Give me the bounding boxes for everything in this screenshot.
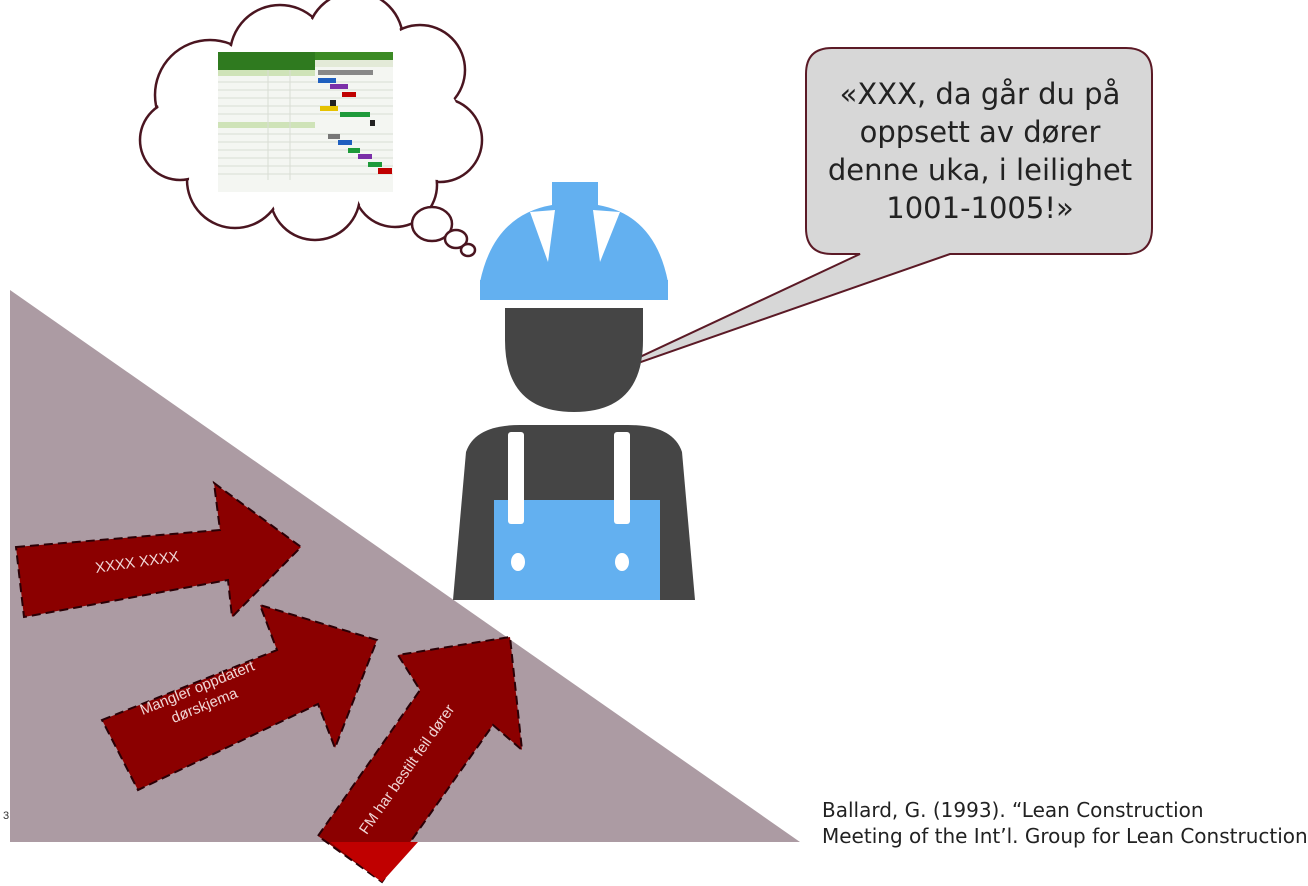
speech-line: denne uka, i leilighet (827, 153, 1133, 187)
arrow-first (14, 480, 303, 620)
arrow-third-bottom (330, 842, 418, 882)
arrows-layer (14, 480, 524, 884)
gantt-chart-icon (218, 52, 393, 192)
citation: Ballard, G. (1993). “Lean Construction M… (822, 797, 1308, 849)
speech-line: oppsett av dører (859, 115, 1101, 149)
speech-bubble-text: «XXX, da går du på oppsett av dører denn… (815, 75, 1145, 227)
speech-line: «XXX, da går du på (839, 77, 1121, 111)
citation-line: Meeting of the Int’l. Group for Lean Con… (822, 824, 1308, 848)
speech-line: 1001-1005!» (886, 191, 1074, 225)
arrow-second (100, 603, 379, 792)
construction-worker-icon (453, 182, 695, 600)
citation-line: Ballard, G. (1993). “Lean Construction (822, 798, 1204, 822)
page-number: 3 (3, 810, 10, 822)
